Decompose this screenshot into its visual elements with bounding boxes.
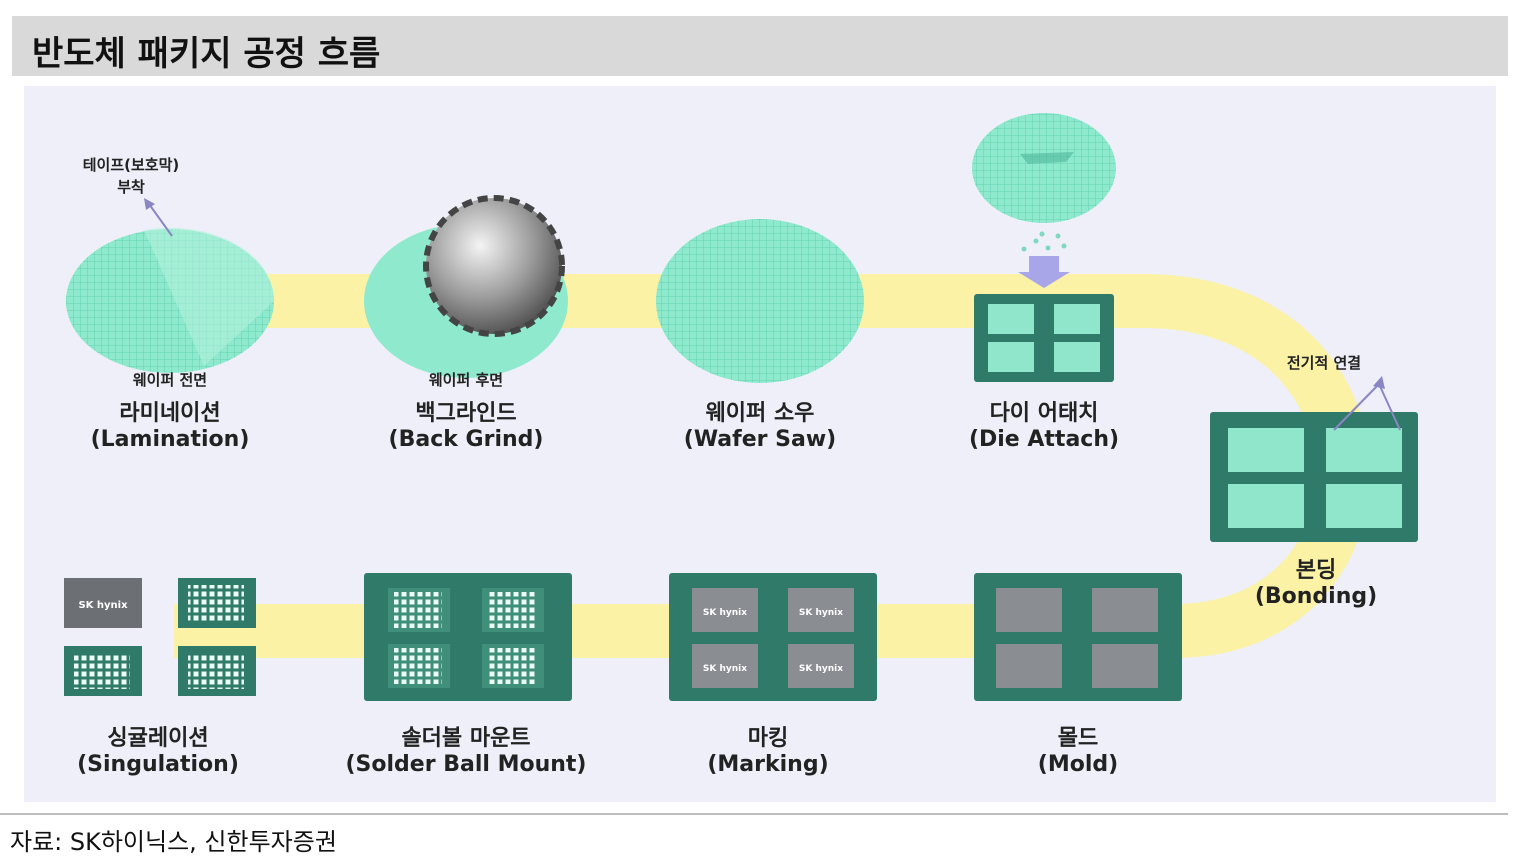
backgrind-wafer <box>364 195 568 378</box>
backgrind-en: (Back Grind) <box>388 427 544 452</box>
diagram-panel: SK hynix SK hynix SK hynix SK hynix SK h… <box>24 86 1496 802</box>
solderball-ko: 솔더볼 마운트 <box>401 726 531 751</box>
logo-mark: SK hynix <box>703 608 747 618</box>
die-attach-wafer <box>972 113 1116 223</box>
backgrind-ko: 백그라인드 <box>415 401 517 426</box>
marking-board <box>669 573 877 701</box>
logo-mark: SK hynix <box>799 608 843 618</box>
wafersaw-en: (Wafer Saw) <box>683 427 837 452</box>
tape-note-2: 부착 <box>117 178 145 196</box>
dieattach-ko: 다이 어태치 <box>989 401 1099 426</box>
logo-mark: SK hynix <box>799 664 843 674</box>
bonding-board <box>1210 412 1418 542</box>
lamination-ko: 라미네이션 <box>119 401 221 426</box>
singulation-packages <box>64 578 256 696</box>
source-note: 자료: SK하이닉스, 신한투자증권 <box>10 828 337 856</box>
bonding-ko: 본딩 <box>1295 558 1337 583</box>
bonding-note: 전기적 연결 <box>1286 354 1362 372</box>
wafer-saw-wafer <box>656 219 864 383</box>
die-particles <box>1021 231 1067 252</box>
bonding-en: (Bonding) <box>1254 584 1378 609</box>
dieattach-en: (Die Attach) <box>968 427 1120 452</box>
backgrind-sub: 웨이퍼 후면 <box>428 371 504 389</box>
die-attach-board <box>974 294 1114 382</box>
tape-note: 테이프(보호막) <box>82 156 180 174</box>
bonding-arrows <box>1333 376 1401 431</box>
lamination-sub: 웨이퍼 전면 <box>132 371 208 389</box>
singulation-en: (Singulation) <box>77 752 239 777</box>
solder-ball-board <box>364 573 572 701</box>
singulation-ko: 싱귤레이션 <box>107 726 209 751</box>
note-arrow <box>144 198 173 237</box>
mold-ko: 몰드 <box>1057 726 1099 751</box>
marking-ko: 마킹 <box>747 726 789 751</box>
process-flow-diagram: SK hynix SK hynix SK hynix SK hynix SK h… <box>64 113 1418 701</box>
logo-mark: SK hynix <box>78 600 128 611</box>
logo-mark: SK hynix <box>703 664 747 674</box>
page-title: 반도체 패키지 공정 흐름 <box>32 34 381 74</box>
header-bar: 반도체 패키지 공정 흐름 <box>12 16 1508 76</box>
solderball-en: (Solder Ball Mount) <box>345 752 587 777</box>
lamination-wafer <box>66 227 275 373</box>
down-arrow <box>1018 256 1070 288</box>
mold-en: (Mold) <box>1037 752 1119 777</box>
lamination-en: (Lamination) <box>90 427 250 452</box>
mold-board <box>974 573 1182 701</box>
wafersaw-ko: 웨이퍼 소우 <box>705 401 815 426</box>
marking-en: (Marking) <box>707 752 829 777</box>
footer-divider <box>0 813 1508 815</box>
